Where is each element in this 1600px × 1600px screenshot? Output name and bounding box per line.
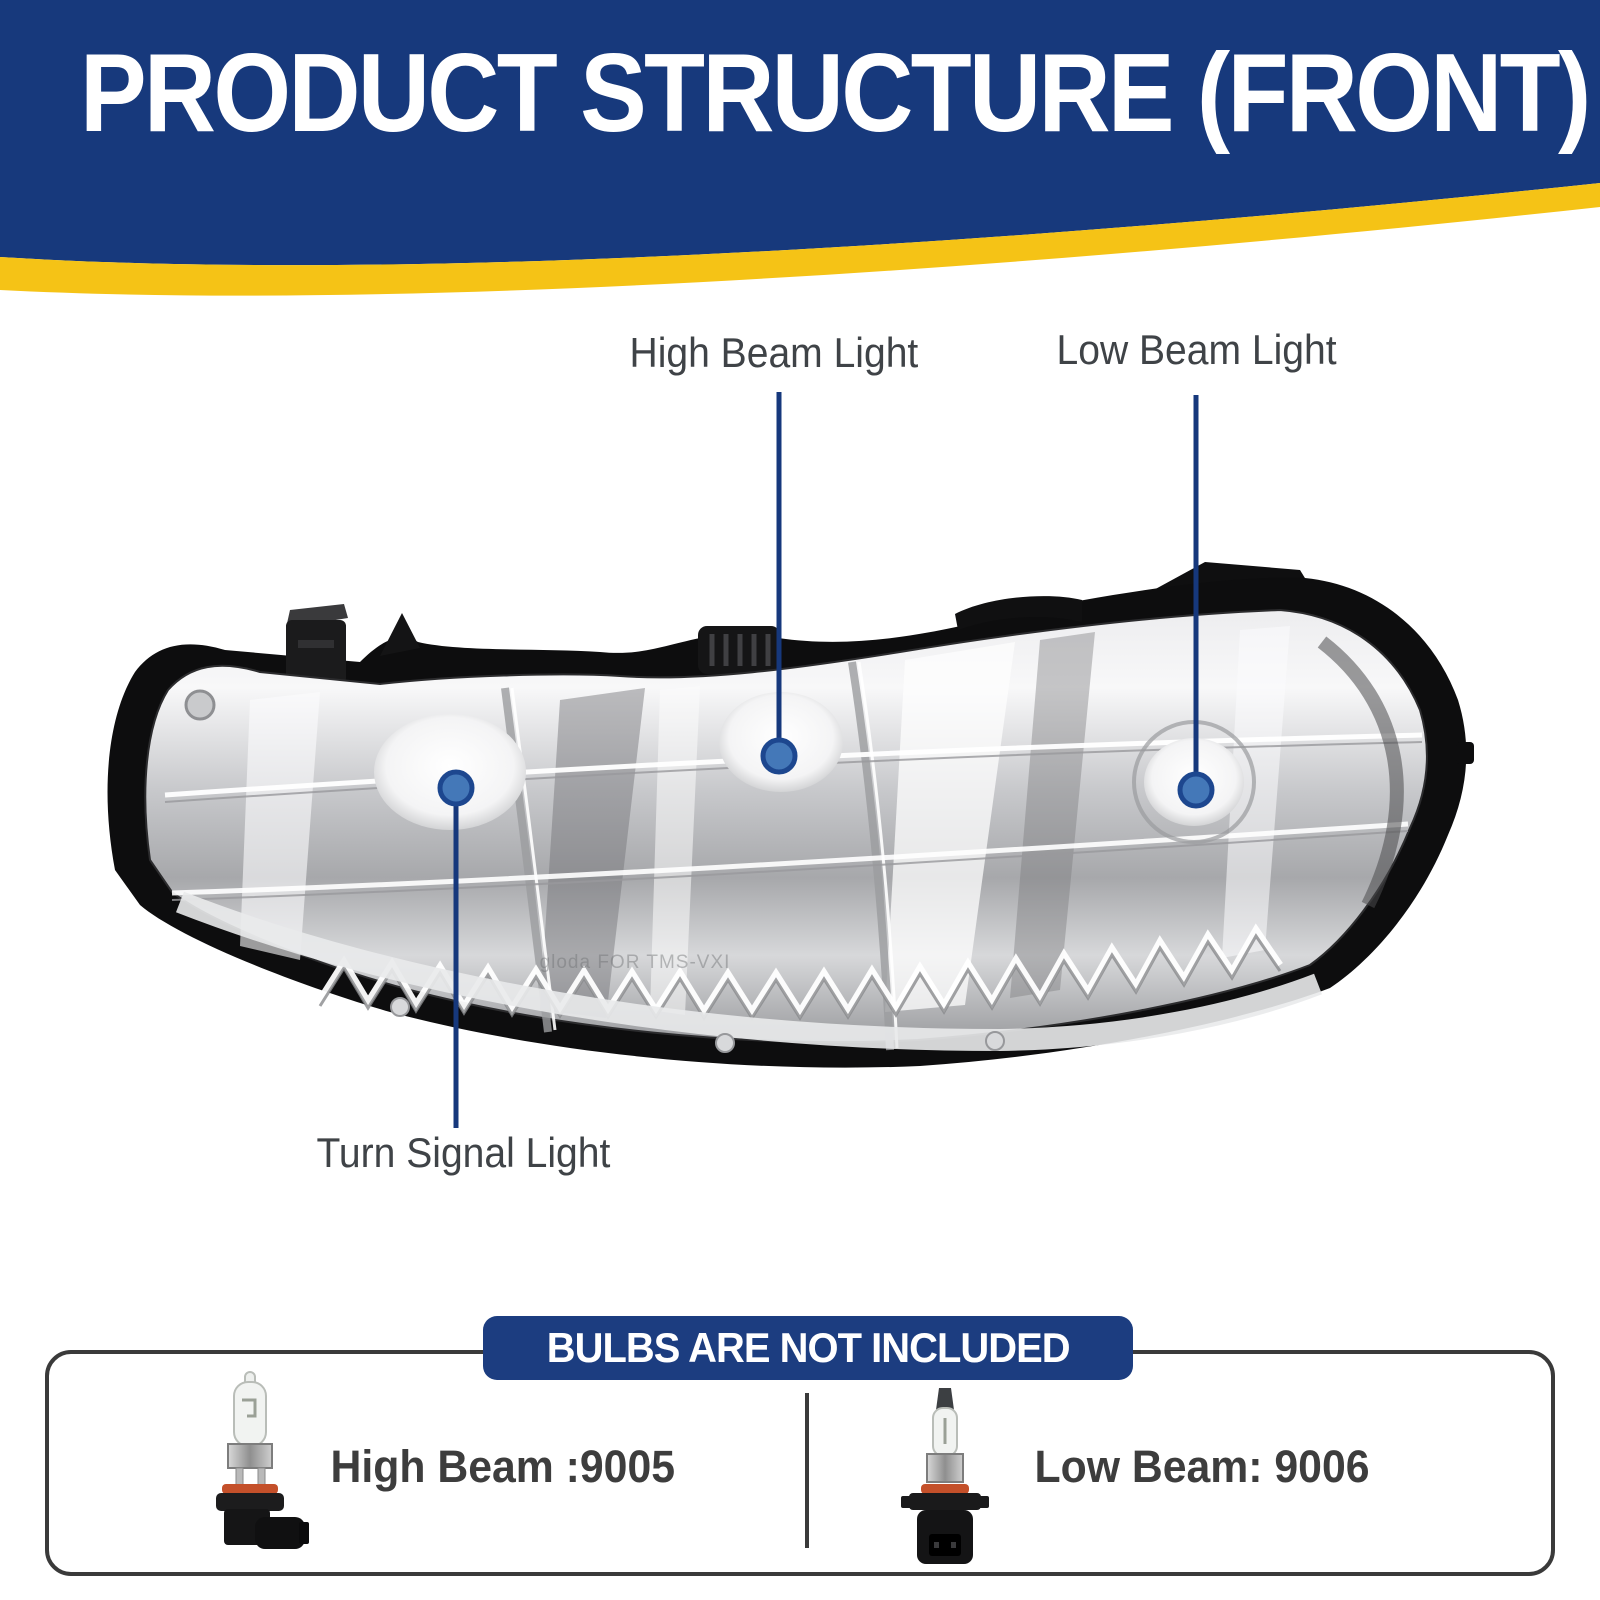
callout-lines (437, 392, 1215, 1128)
banner-blue-shape (0, 0, 1600, 266)
low-beam-9006-bulb-icon (901, 1388, 989, 1564)
turn-signal-label: Turn Signal Light (316, 1129, 611, 1176)
header-banner (0, 0, 1600, 296)
headlight-lens (144, 608, 1428, 1053)
high-beam-9005-bulb-icon (216, 1371, 309, 1549)
low-beam-label: Low Beam Light (1056, 326, 1337, 373)
page-title: PRODUCT STRUCTURE (FRONT) (80, 31, 1591, 155)
bulbs-box-header-text: BULBS ARE NOT INCLUDED (546, 1324, 1071, 1371)
lens-watermark: gloda FOR TMS-VXI (539, 952, 731, 973)
turn-signal-callout-dot (437, 769, 475, 807)
low-beam-callout-dot (1177, 771, 1215, 809)
low-beam-bulb-label: Low Beam: 9006 (1034, 1441, 1370, 1492)
high-beam-callout-dot (760, 737, 798, 775)
high-beam-label: High Beam Light (629, 329, 919, 376)
bulbs-box-divider (805, 1393, 809, 1548)
banner-yellow-stripe (0, 183, 1600, 296)
high-beam-bulb-label: High Beam :9005 (330, 1441, 676, 1492)
bulbs-box-header: BULBS ARE NOT INCLUDED (483, 1316, 1133, 1380)
